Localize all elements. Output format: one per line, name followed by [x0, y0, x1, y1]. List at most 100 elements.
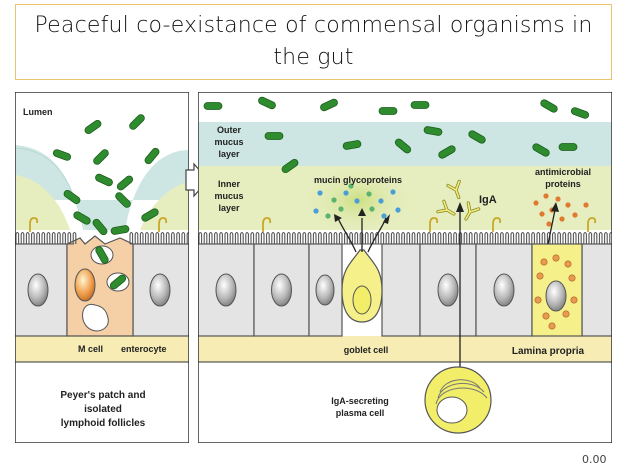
nucleus — [215, 273, 237, 307]
bacterium — [115, 192, 131, 208]
nucleus — [437, 273, 459, 307]
bacterium — [203, 102, 223, 110]
iga-antibodies — [436, 179, 481, 221]
bacterium — [558, 143, 578, 151]
peyers-caption-line-2: isolated — [84, 404, 122, 415]
mucin-dot — [354, 198, 360, 204]
mucin-dot — [348, 183, 354, 189]
bacterium — [141, 208, 159, 222]
bacteria-group — [52, 114, 160, 236]
iga-label: IgA — [479, 194, 497, 206]
iga-transport-arrow — [456, 202, 464, 380]
plasma-cell-label-1: IgA-secreting — [331, 396, 389, 406]
lamina-propria-band — [15, 336, 189, 362]
m-cell-pocket — [82, 303, 109, 332]
mucin-hooks — [262, 217, 597, 232]
mucin-hook — [262, 217, 272, 232]
lamina-propria-band — [198, 336, 612, 362]
mucin-hook — [29, 217, 39, 232]
outer-mucus-label-2: mucus — [214, 137, 243, 147]
bacterium — [73, 211, 91, 225]
inner-mucus-label-2: mucus — [214, 191, 243, 201]
paneth-granule — [548, 322, 556, 330]
left-panel: Lumen M cell enterocyte Peyer's patch an… — [15, 92, 189, 443]
mucus-layer — [15, 145, 189, 230]
iga-molecule — [436, 199, 456, 216]
paneth-granule — [568, 274, 576, 282]
paneth-granule — [542, 312, 550, 320]
paneth-granule — [540, 258, 548, 266]
outer-mucus-label-3: layer — [218, 149, 240, 159]
mucin-dot — [369, 206, 375, 212]
microvilli — [198, 231, 612, 245]
bacterium — [320, 98, 338, 112]
slide-title: Peaceful co-existance of commensal organ… — [34, 13, 593, 70]
lumen-label: Lumen — [23, 107, 53, 117]
antimicrobial-dot — [533, 200, 539, 206]
bacterium — [109, 274, 127, 290]
bacterium — [52, 149, 72, 161]
bacterium — [116, 175, 134, 191]
paneth-granule — [536, 272, 544, 280]
bacterium — [378, 107, 398, 115]
mucin-hooks — [29, 217, 168, 232]
peyers-caption-line-3: lymphoid follicles — [61, 418, 146, 429]
inner-mucus-label-1: Inner — [218, 179, 241, 189]
mucin-dot — [325, 213, 331, 219]
goblet-cell — [341, 249, 383, 323]
bacteria-group — [203, 96, 590, 174]
peyers-caption-line-1: Peyer's patch and — [60, 390, 145, 401]
inner-mucus-label-3: layer — [218, 203, 240, 213]
mucin-arrowheads — [334, 208, 390, 224]
nucleus — [315, 274, 335, 306]
mucin-glycoprotein-dots — [313, 183, 401, 219]
bacterium — [93, 149, 109, 165]
mucin-dot — [378, 198, 384, 204]
mucin-hook — [158, 217, 168, 232]
bacterium — [281, 158, 299, 174]
antimicrobial-arrow — [547, 202, 559, 245]
bacterium — [410, 101, 430, 109]
goblet-cell-label: goblet cell — [344, 345, 389, 355]
bacterium — [95, 173, 113, 187]
outer-mucus-label-1: Outer — [217, 125, 242, 135]
paneth-granule — [564, 260, 572, 268]
antimicrobial-dot — [555, 196, 561, 202]
paneth-cell — [531, 243, 583, 337]
bacterium — [92, 218, 108, 236]
mucin-dot — [313, 208, 319, 214]
bacterium — [95, 246, 109, 264]
iga-molecule — [446, 179, 461, 200]
m-cell-nucleus — [74, 268, 96, 302]
m-cell-label: M cell — [78, 344, 103, 354]
bacterium — [342, 140, 362, 150]
antimicrobial-dot — [539, 211, 545, 217]
mucin-hook — [429, 217, 439, 232]
bacterium — [258, 96, 276, 110]
mucin-dot — [338, 206, 344, 212]
slide-number: 0.00 — [582, 453, 607, 466]
bacterium — [264, 132, 284, 140]
mucin-hook — [492, 217, 502, 232]
bacterium — [129, 114, 145, 130]
antimicrobial-dot — [543, 193, 549, 199]
bacterium — [144, 147, 160, 165]
right-panel: Outer mucus layer Inner mucus layer muci… — [198, 92, 612, 443]
nucleus — [27, 273, 49, 307]
antimicrobial-dot — [583, 202, 589, 208]
antimicrobial-dot — [546, 221, 552, 227]
microvilli — [15, 231, 189, 245]
title-box: Peaceful co-existance of commensal organ… — [15, 4, 612, 80]
plasma-cell-label-2: plasma cell — [336, 408, 385, 418]
bacterium — [468, 130, 486, 144]
bacterium — [540, 99, 558, 113]
nucleus — [149, 273, 171, 307]
mucin-dot — [381, 213, 387, 219]
epithelial-cells — [198, 243, 612, 337]
mucin-dot — [331, 197, 337, 203]
paneth-granule — [552, 254, 560, 262]
bacterium — [570, 107, 590, 119]
bacterium — [110, 225, 130, 235]
mucin-dot — [395, 207, 401, 213]
